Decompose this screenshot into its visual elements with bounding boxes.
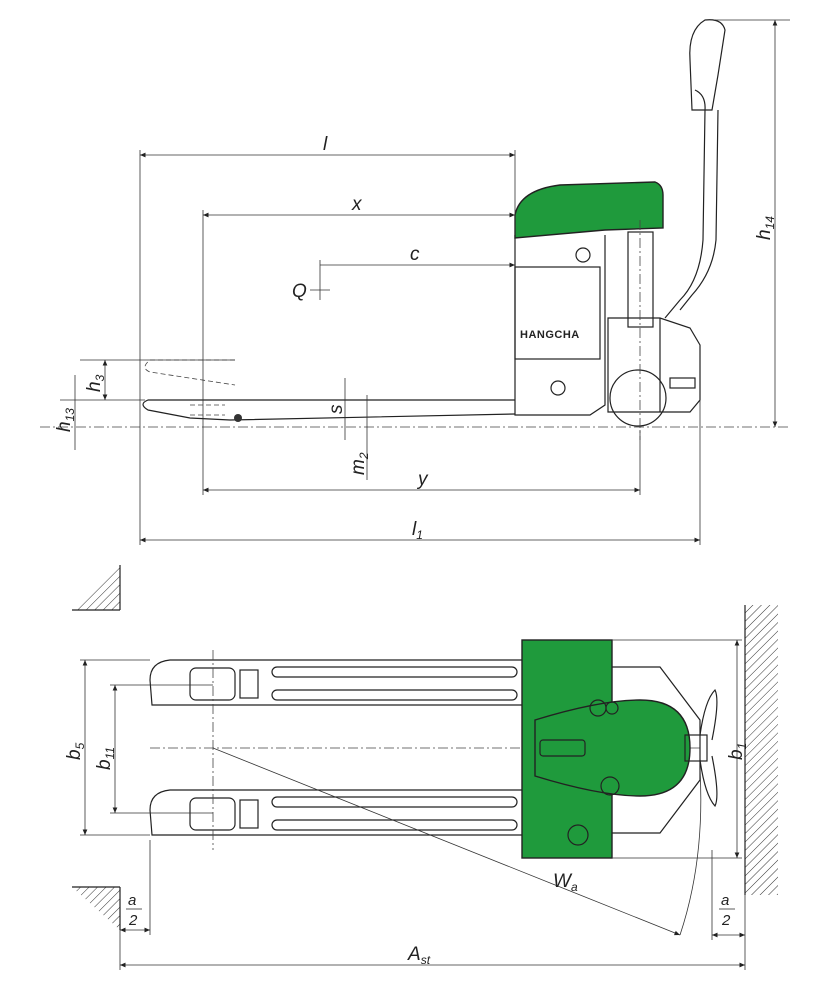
logo-panel: [514, 266, 601, 360]
dim-h3: h3: [84, 374, 107, 392]
key-switch: [550, 380, 566, 396]
drive-unit-top: [612, 666, 701, 834]
dim-a-half-left: a 2: [126, 892, 142, 929]
dim-c: c: [410, 244, 420, 265]
dim-b11: b11: [94, 747, 117, 770]
dim-h14: h14: [754, 216, 777, 240]
load-center-Q: Q: [292, 281, 307, 302]
tiller-arm: [664, 89, 706, 319]
svg-text:a: a: [721, 892, 729, 909]
dim-b1: b1: [726, 743, 749, 760]
drive-wheel: [609, 369, 667, 427]
hood-green: [514, 181, 664, 239]
dim-l1: l1: [412, 519, 423, 542]
body-chassis: [514, 235, 606, 416]
svg-text:2: 2: [128, 912, 138, 929]
brand-logo: HANGCHA: [520, 329, 580, 341]
load-roller-upper: [189, 667, 236, 701]
fork-lower: [149, 789, 522, 836]
side-view: HANGCHA l x c Q h3: [40, 19, 790, 545]
wall-hatch-bottom-left: [72, 887, 120, 930]
wall-hatch-right: [745, 605, 778, 895]
dim-b5: b5: [64, 742, 87, 760]
dimensions-top: b5 b11 b1 Wa a 2 a 2: [64, 639, 749, 970]
svg-text:2: 2: [721, 912, 731, 929]
fork-side: [142, 399, 516, 421]
dim-a-half-right: a 2: [719, 892, 735, 929]
dim-l: l: [323, 134, 328, 155]
dim-Ast: Ast: [407, 944, 431, 967]
tiller-handle: [689, 19, 726, 111]
fork-roller: [234, 414, 242, 422]
svg-text:a: a: [128, 892, 136, 909]
dim-y: y: [416, 469, 429, 490]
dim-m2: m2: [348, 452, 371, 475]
wall-hatch-top-left: [72, 565, 120, 610]
dimensions-side: l x c Q h3 h13 s m2 y l1 h14: [54, 19, 790, 545]
dim-x: x: [351, 194, 363, 215]
tiller-handle-top: [699, 688, 718, 808]
dim-h13: h13: [54, 408, 77, 432]
fork-raised: [144, 359, 236, 386]
drive-unit: [607, 317, 701, 413]
fork-upper: [149, 659, 522, 706]
top-view: b5 b11 b1 Wa a 2 a 2: [64, 565, 778, 970]
dim-s: s: [326, 404, 347, 414]
load-roller-lower: [189, 797, 236, 831]
dim-Wa: Wa: [553, 871, 578, 894]
